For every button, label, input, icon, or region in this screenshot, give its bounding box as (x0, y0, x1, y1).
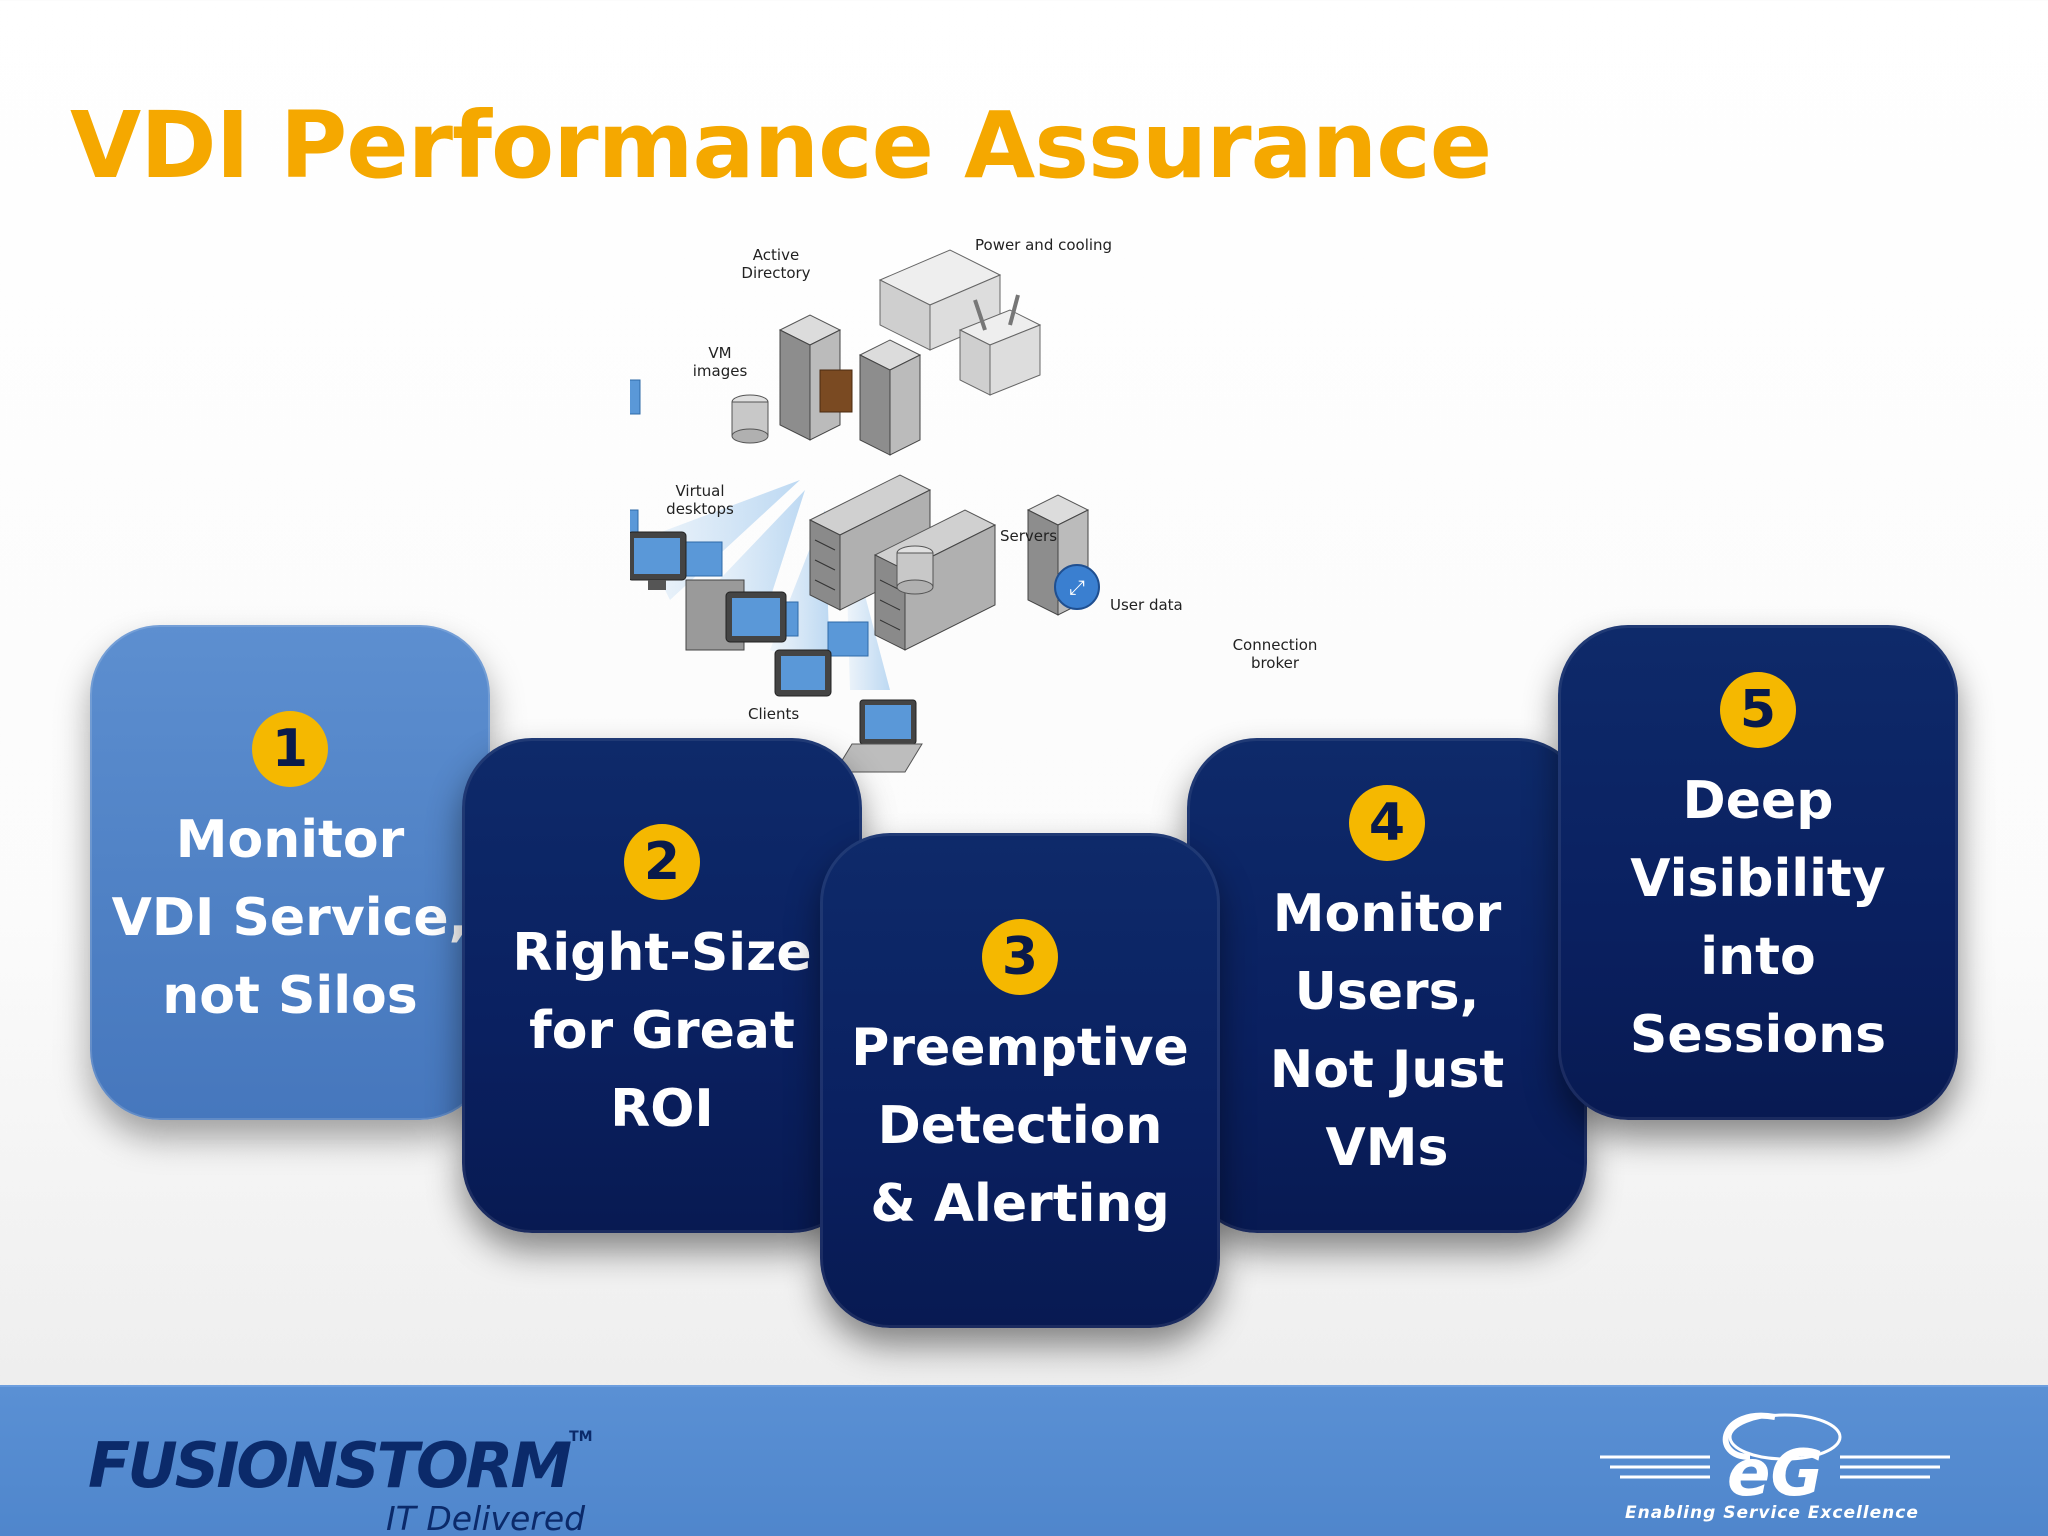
label-user-data: User data (1110, 596, 1183, 614)
virtual-desktop-icon (630, 379, 641, 415)
label-connection-broker-line2: broker (1250, 654, 1300, 672)
svg-text:⤢: ⤢ (1069, 575, 1085, 599)
card-preemptive-detection: 3 Preemptive Detection & Alerting (820, 833, 1220, 1328)
eg-logo-text: eG (1727, 1437, 1823, 1507)
server-tower-icon (858, 339, 922, 456)
client-desktop-icon (685, 579, 787, 651)
label-active-directory-line2: Directory (741, 264, 811, 282)
card-monitor-users: 4 Monitor Users, Not Just VMs (1187, 738, 1587, 1233)
virtual-desktop-icon (827, 621, 869, 657)
client-laptop-icon (834, 699, 923, 773)
card-deep-visibility: 5 Deep Visibility into Sessions (1558, 625, 1958, 1120)
client-desktop-icon (630, 531, 687, 590)
active-directory-server-icon (778, 314, 853, 441)
label-vm-images-line1: VM (708, 344, 732, 362)
card-right-size-roi: 2 Right-Size for Great ROI (462, 738, 862, 1233)
slide-title: VDI Performance Assurance (70, 92, 1492, 199)
number-badge-5: 5 (1720, 671, 1796, 748)
user-data-storage-icon (896, 545, 934, 595)
eg-logo-icon: eG (1600, 1412, 1950, 1507)
label-power-cooling: Power and cooling (975, 236, 1112, 254)
label-virtual-desktops-line2: desktops (666, 500, 734, 518)
number-badge-4: 4 (1349, 784, 1425, 861)
vdi-diagram-svg: ⤢ Power and cooling (630, 236, 1112, 773)
card-3-text: Preemptive Detection & Alerting (851, 1017, 1189, 1234)
number-badge-3: 3 (982, 918, 1058, 995)
number-badge-2: 2 (624, 823, 700, 900)
label-virtual-desktops-line1: Virtual (675, 482, 725, 500)
label-servers: Servers (1000, 527, 1058, 545)
label-connection-broker-line1: Connection (1232, 636, 1318, 654)
card-5-text: Deep Visibility into Sessions (1629, 770, 1887, 1065)
fusionstorm-logo-text: FUSIONSTORM (88, 1429, 572, 1502)
card-4-text: Monitor Users, Not Just VMs (1269, 883, 1505, 1178)
power-cooling-icon (878, 249, 1042, 396)
fusionstorm-logo: FUSIONSTORMTM (88, 1429, 593, 1502)
card-1-text: Monitor VDI Service, not Silos (111, 809, 469, 1026)
label-vm-images-line2: images (692, 362, 748, 380)
virtual-desktop-icon (681, 541, 723, 577)
virtual-desktop-icon (630, 509, 639, 545)
card-2-text: Right-Size for Great ROI (512, 922, 812, 1139)
label-clients: Clients (748, 705, 800, 723)
footer-bar: FUSIONSTORMTM IT Delivered eG Enabling S… (0, 1385, 2048, 1536)
fusionstorm-trademark: TM (569, 1429, 593, 1445)
vdi-architecture-diagram: ⤢ Power and cooling (630, 220, 1370, 800)
vm-images-storage-icon (731, 394, 769, 444)
eg-tagline: Enabling Service Excellence (1625, 1503, 1919, 1523)
fusionstorm-tagline: IT Delivered (386, 1499, 586, 1536)
client-desktop-icon (774, 649, 832, 697)
label-active-directory-line1: Active (752, 246, 800, 264)
number-badge-1: 1 (252, 710, 328, 787)
connection-broker-icon: ⤢ (1026, 494, 1100, 616)
card-monitor-vdi-service: 1 Monitor VDI Service, not Silos (90, 625, 490, 1120)
